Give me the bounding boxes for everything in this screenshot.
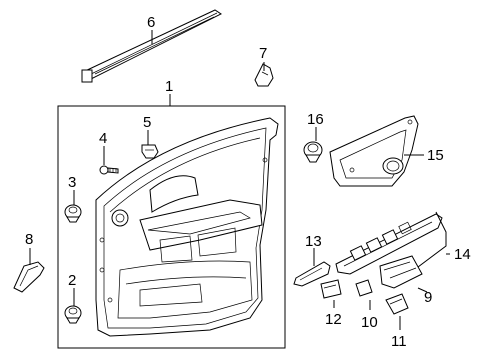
callout-12: 12 <box>325 311 342 328</box>
part-12-switch <box>320 279 342 299</box>
callout-8: 8 <box>25 231 33 248</box>
callout-9: 9 <box>424 289 432 306</box>
part-14-switch-panel <box>335 213 443 275</box>
part-3-clip <box>64 204 82 223</box>
callout-10: 10 <box>361 314 378 331</box>
part-5-clip <box>141 144 159 159</box>
callout-4: 4 <box>99 130 107 147</box>
callout-5: 5 <box>143 114 151 131</box>
part-15-handle-bracket <box>329 115 419 187</box>
callout-2: 2 <box>68 272 76 289</box>
part-7-clip <box>254 63 274 87</box>
part-6-weatherstrip <box>81 9 222 83</box>
callout-7: 7 <box>259 45 267 62</box>
leader-line-14 <box>413 211 447 271</box>
callout-6: 6 <box>147 14 155 31</box>
assembly-frame <box>57 105 286 349</box>
part-10-switch <box>355 279 373 297</box>
part-4-screw <box>99 165 119 175</box>
part-8-corner-trim <box>13 261 45 293</box>
part-9-master-switch <box>379 255 423 289</box>
part-2-clip <box>64 305 82 324</box>
part-1-door-panel <box>95 117 279 337</box>
callout-11: 11 <box>391 333 407 350</box>
callout-13: 13 <box>305 233 322 250</box>
part-13-bracket <box>293 261 331 287</box>
part-11-switch <box>385 293 409 315</box>
callout-3: 3 <box>68 174 76 191</box>
callout-14: 14 <box>454 246 471 263</box>
part-16-clip <box>303 141 323 163</box>
callout-15: 15 <box>427 147 444 164</box>
callout-1: 1 <box>165 78 173 95</box>
leader-line-9 <box>417 287 428 293</box>
callout-16: 16 <box>307 111 324 128</box>
